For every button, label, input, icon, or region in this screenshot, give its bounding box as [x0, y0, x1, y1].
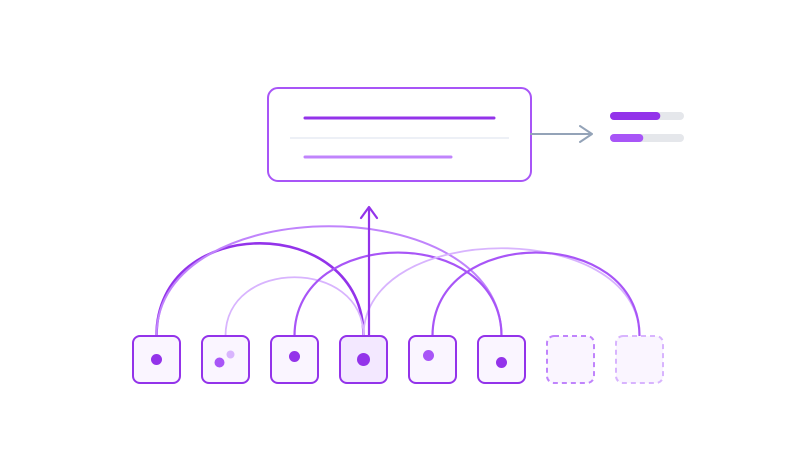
attention-arc-1-3: [224, 276, 365, 337]
token-7: [546, 335, 595, 384]
attention-arc-3-7: [362, 247, 641, 337]
token-4: [339, 335, 388, 384]
token-1: [132, 335, 181, 384]
token-dot: [496, 357, 507, 368]
arrow-right-icon: [530, 125, 593, 143]
output-bar-fill: [610, 112, 661, 120]
token-frame: [408, 335, 457, 384]
attention-arc-2-5: [293, 251, 503, 338]
output-bar-1: [610, 112, 684, 120]
token-5: [408, 335, 457, 384]
token-8: [615, 335, 664, 384]
output-bars: [610, 112, 684, 142]
output-bar-2: [610, 134, 684, 142]
attention-arc-0-5: [155, 225, 503, 337]
token-frame: [201, 335, 250, 384]
token-dot: [151, 354, 162, 365]
attention-arcs: [155, 225, 641, 338]
token-dot: [423, 350, 434, 361]
token-6: [477, 335, 526, 384]
output-bar-fill: [610, 134, 644, 142]
token-placeholder-frame: [615, 335, 664, 384]
arrow-up-icon: [359, 205, 379, 338]
token-placeholder-frame: [546, 335, 595, 384]
attention-arc-4-7: [431, 251, 641, 338]
token-dot: [226, 350, 235, 359]
attention-arc-0-3: [155, 241, 365, 338]
token-dot: [214, 357, 225, 368]
context-box-frame: [267, 87, 532, 182]
context-box: [267, 87, 532, 182]
token-dot: [289, 351, 300, 362]
token-2: [201, 335, 250, 384]
token-row: [132, 335, 664, 384]
token-dot: [357, 353, 370, 366]
token-3: [270, 335, 319, 384]
